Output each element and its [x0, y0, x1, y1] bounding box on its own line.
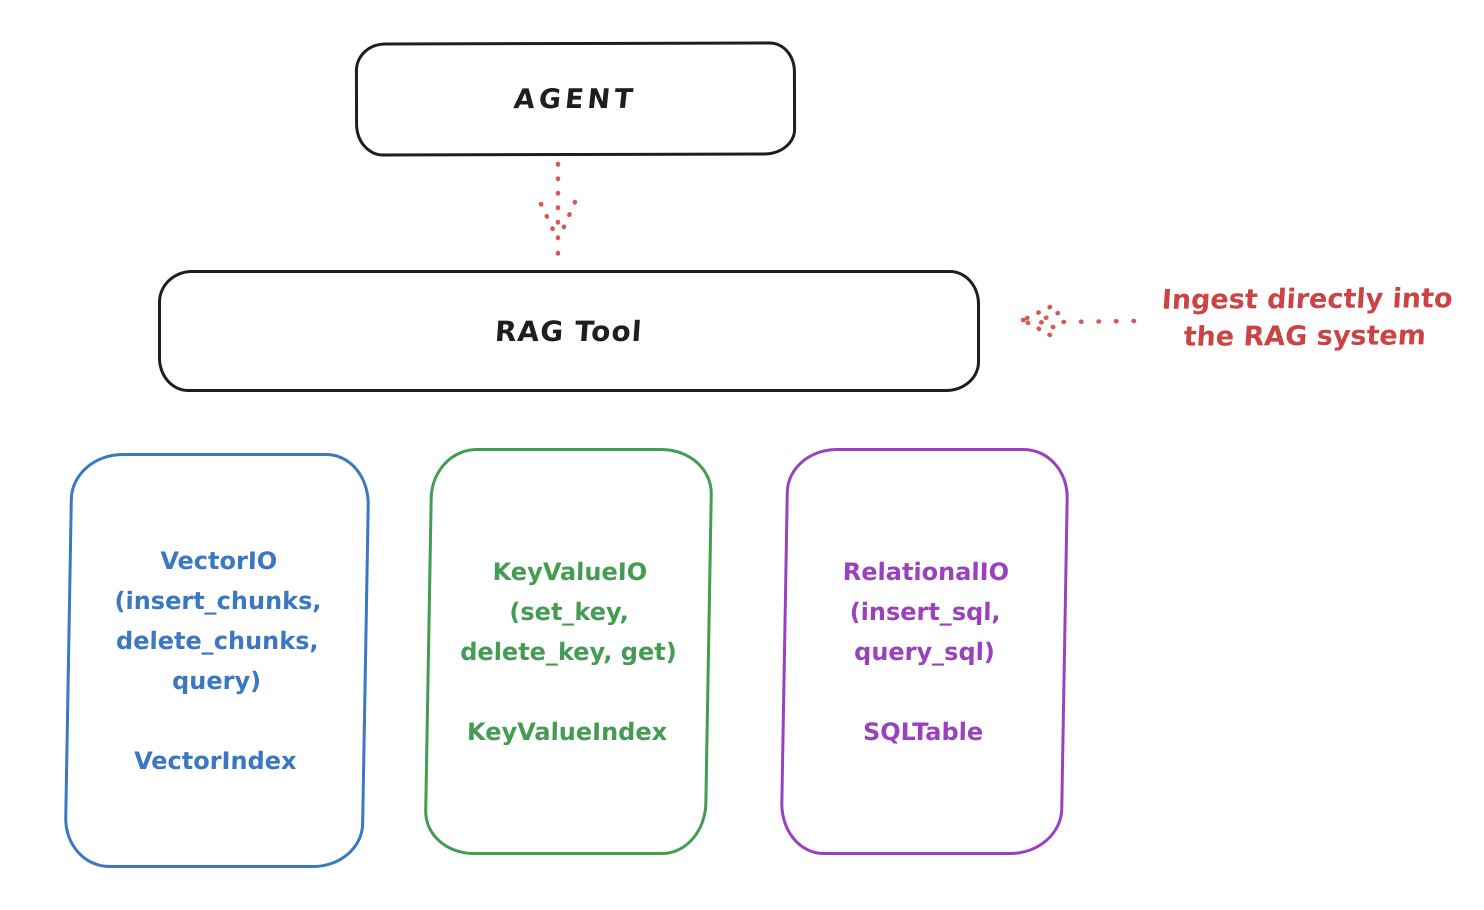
ingest-annotation-line2: the RAG system: [1182, 320, 1427, 353]
ingest-annotation-line1: Ingest directly into: [1160, 283, 1454, 316]
agent-node: AGENT: [354, 41, 797, 157]
rag-tool-label: RAG Tool: [494, 314, 644, 348]
vector-io-methods-line1: (insert_chunks,: [114, 586, 322, 615]
vector-io-methods-line3: query): [171, 666, 262, 695]
relational-io-methods-line1: (insert_sql,: [849, 597, 1001, 626]
keyvalue-io-title: KeyValueIO: [492, 557, 648, 586]
ingest-dotted-arrow-icon: [1020, 304, 1137, 338]
relational-io-table-label: SQLTable: [862, 717, 984, 746]
relational-io-card: RelationalIO (insert_sql, query_sql) SQL…: [779, 448, 1070, 855]
vector-io-index-label: VectorIndex: [133, 746, 297, 775]
keyvalue-io-methods-line1: (set_key,: [509, 597, 630, 626]
vector-io-methods-line2: delete_chunks,: [115, 626, 319, 655]
keyvalue-io-card: KeyValueIO (set_key, delete_key, get) Ke…: [423, 448, 714, 855]
vector-io-card: VectorIO (insert_chunks, delete_chunks, …: [63, 453, 371, 868]
spacer: [216, 701, 217, 741]
relational-io-methods-line2: query_sql): [853, 637, 996, 666]
relational-io-title: RelationalIO: [842, 557, 1010, 586]
spacer: [567, 672, 568, 712]
ingest-annotation: Ingest directly into the RAG system: [1138, 280, 1475, 356]
rag-tool-node: RAG Tool: [158, 270, 980, 392]
spacer: [923, 672, 924, 712]
agent-to-rag-dotted-arrow-icon: [538, 161, 578, 257]
keyvalue-io-methods-line2: delete_key, get): [460, 637, 677, 666]
agent-label: AGENT: [512, 83, 639, 115]
keyvalue-io-index-label: KeyValueIndex: [466, 717, 668, 746]
vector-io-title: VectorIO: [160, 546, 278, 575]
